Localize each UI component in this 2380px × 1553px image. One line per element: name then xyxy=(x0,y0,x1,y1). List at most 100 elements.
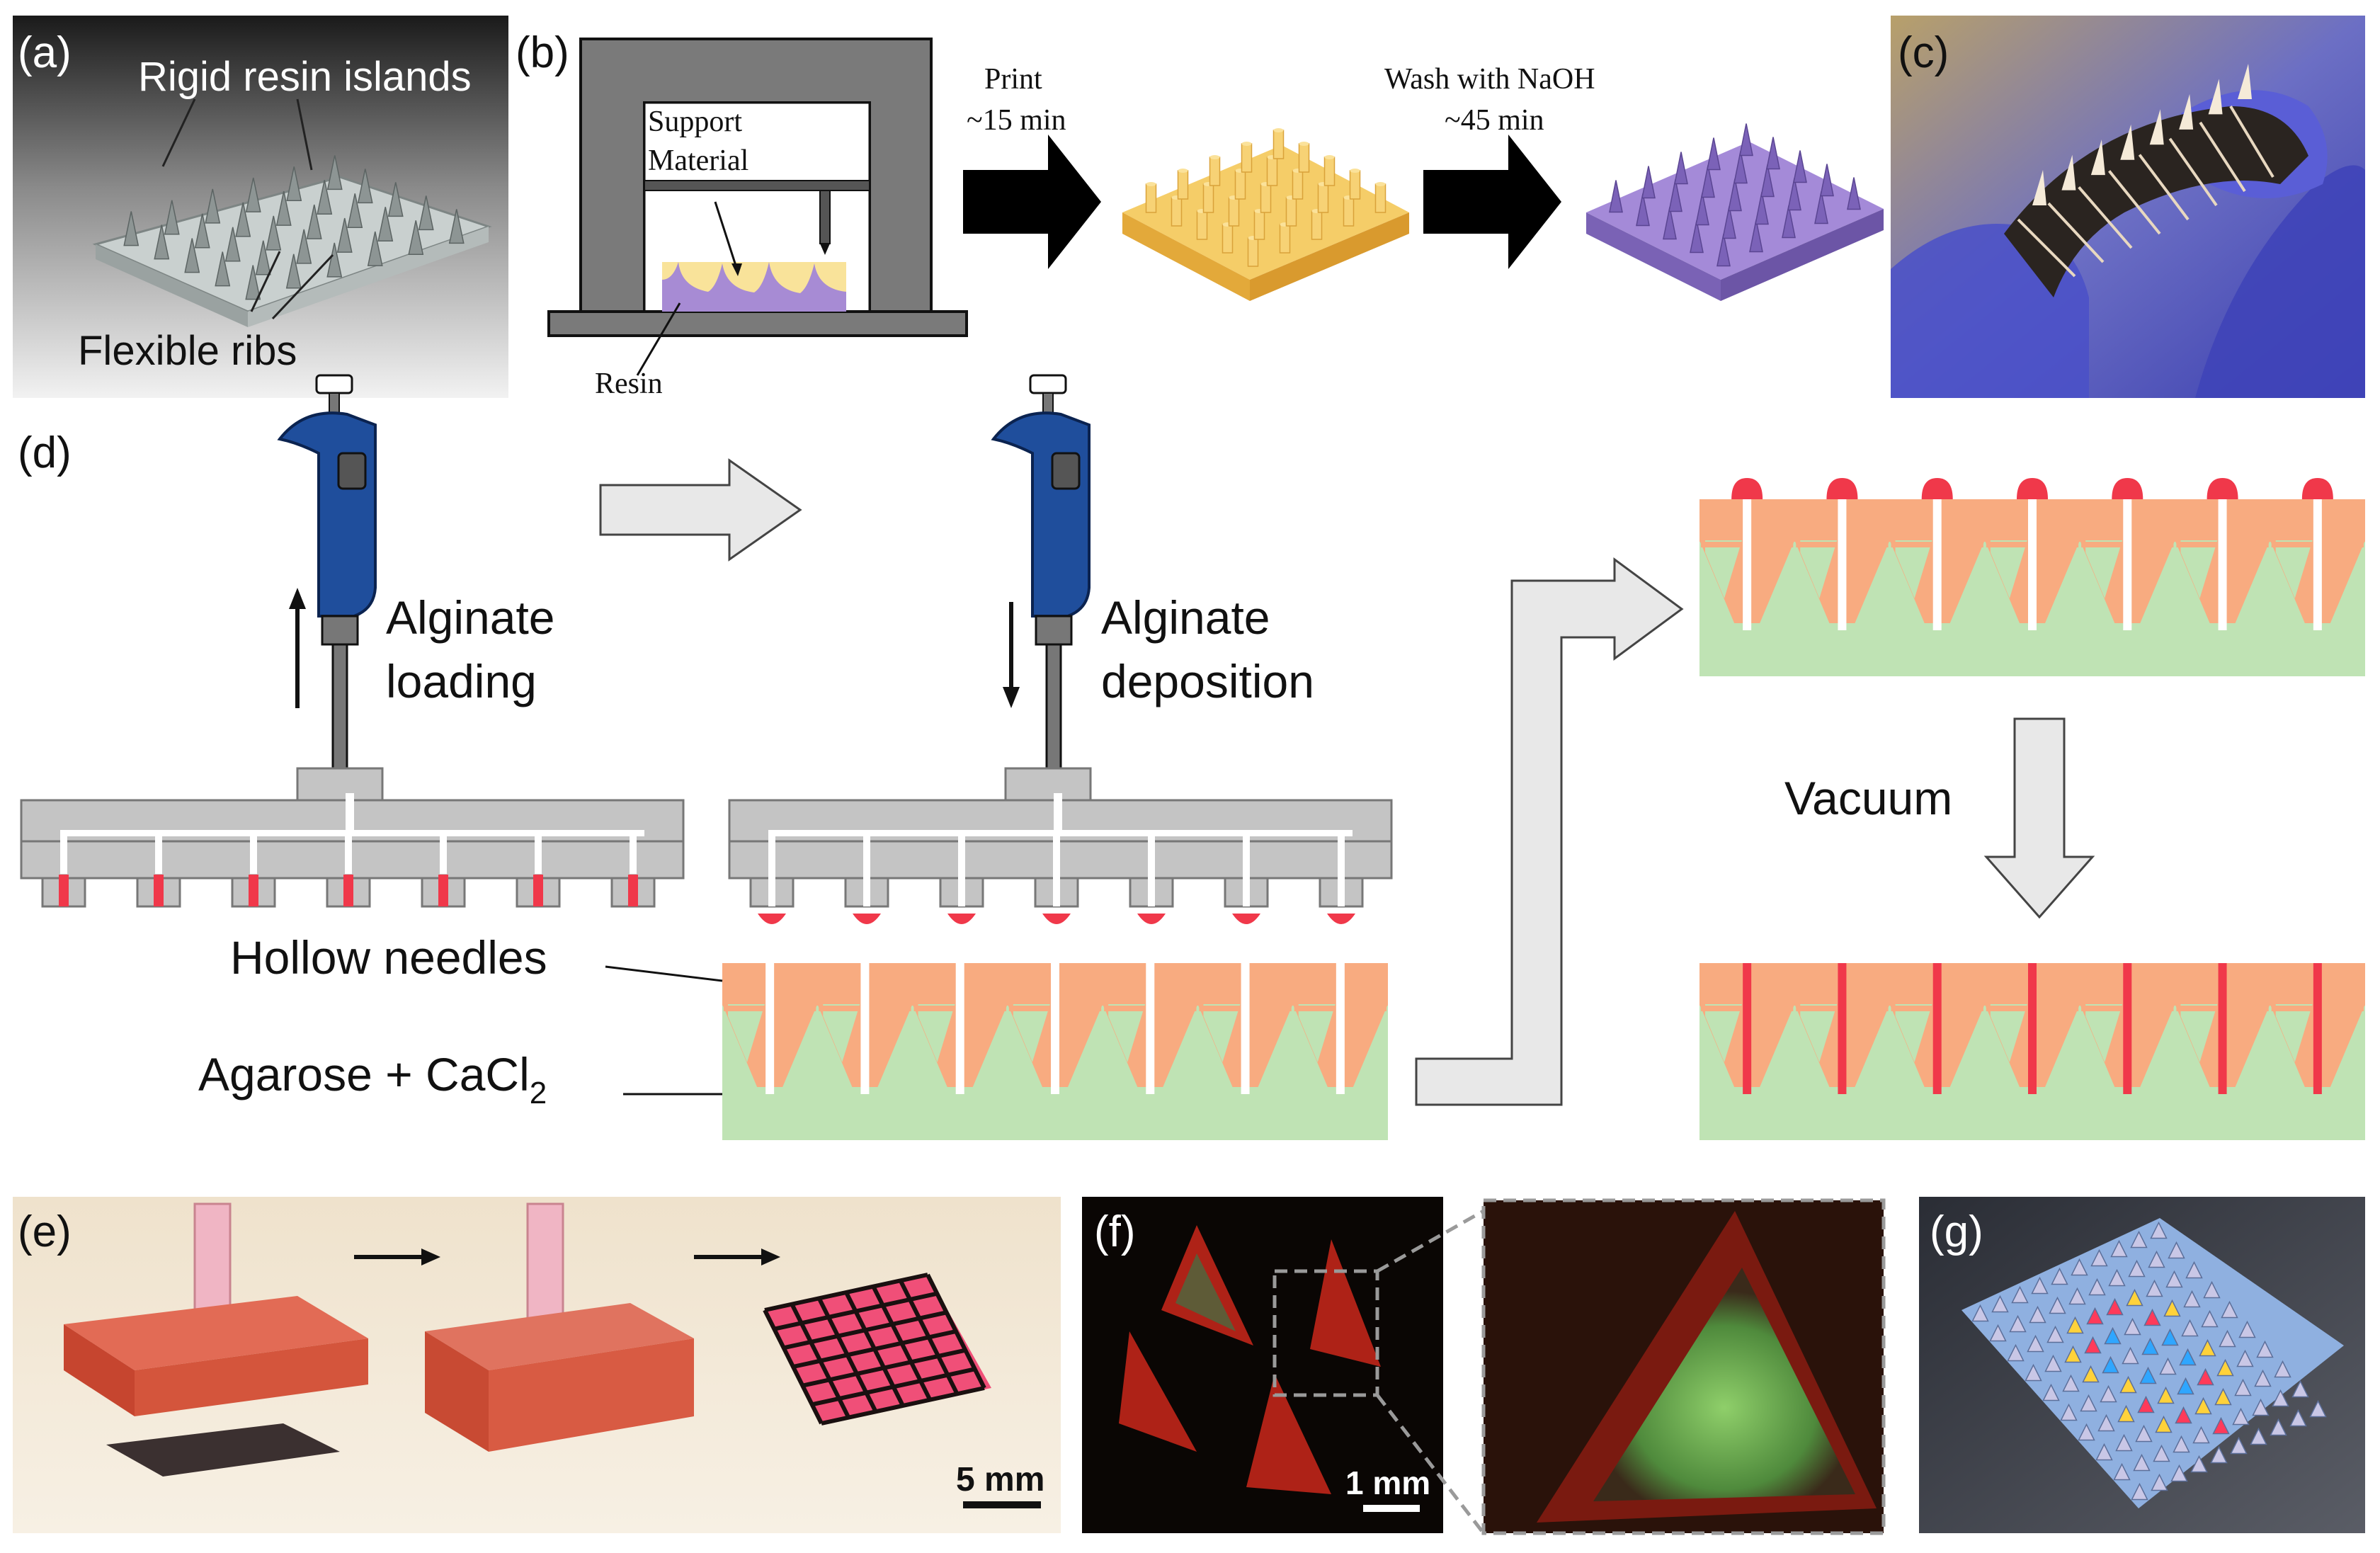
pointer-line xyxy=(636,302,681,376)
panel-c: (c) xyxy=(1891,16,2365,399)
support-label-line1: Support xyxy=(648,106,742,138)
needle-lumen xyxy=(2123,499,2132,630)
alginate-droplet xyxy=(2112,478,2143,499)
zoomed-needle-green xyxy=(1593,1268,1855,1501)
colored-needle xyxy=(2170,1464,2188,1482)
panel-a-spikes xyxy=(123,155,465,300)
agarose-subscript: 2 xyxy=(530,1076,547,1110)
panel-b-label: (b) xyxy=(516,28,569,77)
resin-spike xyxy=(164,200,180,235)
washed-spike xyxy=(1820,164,1834,197)
panel-a-patch xyxy=(92,155,492,327)
patch-grid xyxy=(2017,64,2274,278)
colored-needle xyxy=(2238,1320,2256,1338)
pipette-deposition xyxy=(991,374,1091,798)
colored-needle xyxy=(2201,1309,2219,1328)
scale-bar xyxy=(963,1501,1041,1508)
colored-needle xyxy=(2151,1473,2168,1491)
washed-spike xyxy=(1636,193,1650,227)
patch-rib xyxy=(2138,154,2190,221)
support-label-line2: Material xyxy=(648,144,748,177)
mold-on-patch-step2 xyxy=(425,1202,694,1452)
alginate-droplet xyxy=(1137,914,1166,924)
pointer-line xyxy=(250,251,281,312)
alginate-fill xyxy=(154,875,164,906)
colored-needle xyxy=(2135,1424,2153,1443)
colored-needle xyxy=(2183,1290,2201,1308)
print-step-line1: Print xyxy=(984,63,1042,96)
colored-needle xyxy=(2181,1319,2199,1337)
colored-needle xyxy=(2049,1296,2066,1314)
printed-pillar xyxy=(1171,197,1183,227)
washed-spike xyxy=(1782,205,1796,239)
colored-needle xyxy=(1991,1295,2009,1313)
patch-spike xyxy=(2061,154,2076,190)
array-with-droplets xyxy=(1699,478,2365,676)
washed-spike xyxy=(1749,220,1763,253)
colored-needle xyxy=(2064,1345,2082,1363)
flexible-ribs-label: Flexible ribs xyxy=(78,328,297,374)
patch-spike xyxy=(2238,64,2252,99)
colored-needle xyxy=(2232,1407,2250,1426)
colored-needle xyxy=(2270,1418,2287,1436)
washed-spike xyxy=(1609,180,1623,213)
patch-rib xyxy=(926,1273,986,1389)
pipette-loading xyxy=(277,374,377,798)
colored-needle xyxy=(2256,1340,2274,1358)
colored-needle xyxy=(2095,1443,2113,1461)
needle-fluorescence xyxy=(1119,1331,1197,1452)
array-filled-needles xyxy=(1699,963,2365,1140)
colored-needle xyxy=(2133,1453,2151,1472)
washed-spike xyxy=(1814,191,1828,224)
colored-needle xyxy=(2108,1268,2126,1287)
colored-needle xyxy=(2025,1363,2042,1382)
alginate-deposition-line1: Alginate xyxy=(1101,591,1270,644)
washed-spike xyxy=(1760,164,1775,198)
panel-d-label: (d) xyxy=(18,428,72,477)
printed-pillar xyxy=(1323,157,1336,186)
colored-needle xyxy=(2192,1426,2210,1444)
colored-needle xyxy=(2084,1336,2102,1354)
printed-pillar xyxy=(1374,183,1387,213)
pillar-top xyxy=(1273,128,1284,132)
colored-needle xyxy=(2150,1221,2168,1239)
colored-needle xyxy=(2141,1337,2159,1355)
colored-needle xyxy=(2214,1387,2232,1406)
colored-needle xyxy=(1971,1304,1989,1322)
colored-needle xyxy=(2199,1338,2216,1357)
resin-spike xyxy=(326,155,343,190)
colored-needle xyxy=(2122,1346,2139,1365)
zoom-box xyxy=(1272,1269,1379,1397)
patch-spike xyxy=(2179,93,2194,130)
printed-pillar xyxy=(1202,183,1214,213)
colored-needle xyxy=(2173,1435,2190,1453)
colored-needle xyxy=(2097,1413,2115,1432)
washed-spike xyxy=(1690,220,1704,254)
patch-g-needles xyxy=(1971,1221,2327,1501)
colored-needle xyxy=(2221,1300,2238,1319)
colored-needle xyxy=(2212,1416,2230,1435)
alginate-loading-line2: loading xyxy=(386,655,537,707)
colored-needle xyxy=(2254,1369,2272,1387)
colored-needle xyxy=(2234,1378,2252,1396)
resin-spike xyxy=(408,220,424,255)
colored-needle xyxy=(2137,1395,2155,1413)
printed-pillar xyxy=(1177,170,1189,200)
pointer-line xyxy=(714,201,738,268)
colored-needle xyxy=(2044,1354,2062,1372)
vacuum-arrow xyxy=(1983,717,2095,919)
pillar-top xyxy=(1350,169,1360,173)
colored-needle xyxy=(2175,1406,2192,1424)
washed-spike xyxy=(1716,234,1731,267)
needle-lumen xyxy=(860,963,870,1094)
panel-a: (a) Rigid resin islands Flexible ribs xyxy=(13,16,508,398)
patch-rib xyxy=(2078,186,2133,249)
printed-pillar xyxy=(1285,197,1297,227)
alginate-droplet xyxy=(758,914,786,924)
resin-spike xyxy=(224,227,241,262)
zoom-frame xyxy=(1481,1198,1886,1535)
pointer-line xyxy=(605,965,723,982)
washed-spike xyxy=(1695,193,1709,226)
printed-pillar xyxy=(1196,210,1208,240)
patch-rib xyxy=(821,1386,985,1426)
